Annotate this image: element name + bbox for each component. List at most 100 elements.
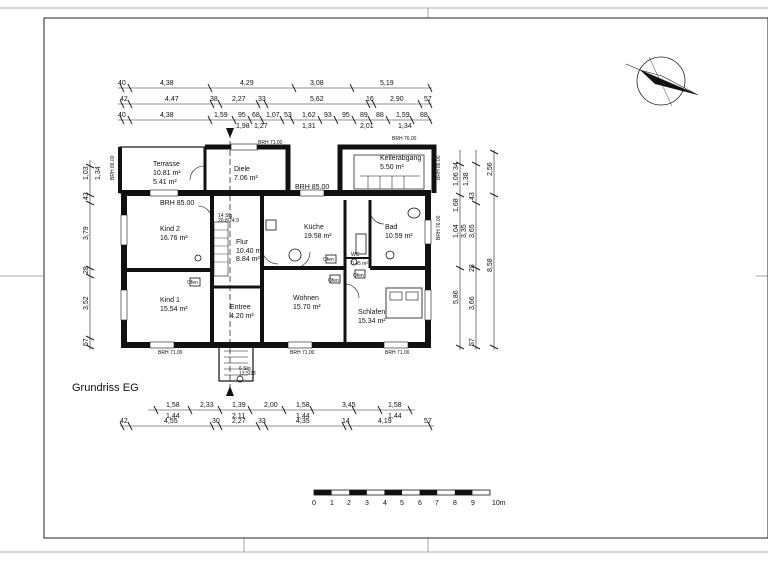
stair-label: 20.8/24.9 [218, 218, 239, 224]
dim-label: 3,08 [310, 80, 324, 87]
dim-label: 1,62 [302, 112, 316, 119]
dim-label: 1,59 [396, 112, 410, 119]
dim-label: 3,45 [342, 402, 356, 409]
dim-label: 1,04 [453, 224, 460, 238]
dim-label: 1,38 [463, 172, 470, 186]
room-area: 15.70 m² [293, 304, 321, 311]
room-name: Diele [234, 166, 250, 173]
dim-label: 14 [342, 418, 350, 425]
dim-label: 2,27 [232, 96, 246, 103]
brh-label: BRH 85.00 [295, 184, 329, 191]
north-arrow-icon [625, 56, 699, 107]
room-name: Bad [385, 224, 398, 231]
dim-label: 1,59 [214, 112, 228, 119]
dim-label: 16 [366, 96, 374, 103]
dim-label: 1,06 [453, 172, 460, 186]
dim-label: 68 [252, 112, 260, 119]
dim-label: 5,86 [453, 290, 460, 304]
scale-bar: 0 1 2 3 4 5 6 7 8 9 10m [312, 489, 506, 507]
dim-label: 1,68 [453, 198, 460, 212]
dim-label: 1,58 [166, 402, 180, 409]
dim-label: 4,47 [165, 96, 179, 103]
dim-label: 88 [420, 112, 428, 119]
dim-label: 2,27 [232, 418, 246, 425]
dim-label: 4,29 [240, 80, 254, 87]
dimension-chains-top [118, 83, 433, 125]
dim-label: 1,58 [388, 402, 402, 409]
dim-label: 4,38 [160, 112, 174, 119]
dim-label: 57 [424, 96, 432, 103]
room-area: 16.76 m² [160, 235, 188, 242]
dim-label: 42 [120, 96, 128, 103]
dimension-chains-right: 34 1,06 1,38 43 1,68 1,04 3,35 3,65 28 5… [453, 149, 499, 350]
dim-label: 33 [258, 96, 266, 103]
room-name: Flur [236, 239, 249, 246]
scale-tick-label: 0 [312, 500, 316, 507]
scale-unit-label: 10m [492, 500, 506, 507]
dim-label: 2,90 [390, 96, 404, 103]
dim-label: 1,44 [388, 413, 402, 420]
dim-label: 42 [120, 418, 128, 425]
stair-label: 13.5/28 [239, 371, 256, 377]
building-walls [118, 128, 437, 396]
dim-label: 40 [118, 112, 126, 119]
dim-label: 57 [83, 338, 90, 346]
dim-label: 95 [238, 112, 246, 119]
dim-label: 88 [376, 112, 384, 119]
room-area: 15.34 m² [358, 318, 386, 325]
room-area: 19.58 m² [304, 233, 332, 240]
dim-label: 1,44 [296, 413, 310, 420]
annotations: BRH 85.00 BRH 85.00 BRH 71.00 BRH 76.00 … [110, 136, 442, 377]
scale-tick-label: 1 [330, 500, 334, 507]
dim-label: 1,44 [166, 413, 180, 420]
brh-label: BRH 76.00 [436, 215, 442, 240]
dim-label: 2,00 [264, 402, 278, 409]
dim-label: 8,58 [487, 258, 494, 272]
dim-label: 2,33 [200, 402, 214, 409]
dim-label: 1,34 [398, 123, 412, 130]
dim-label: 89 [360, 112, 368, 119]
scale-tick-label: 7 [435, 500, 439, 507]
dim-label: 3,65 [469, 224, 476, 238]
dim-label: 3,66 [469, 296, 476, 310]
room-area: 15.54 m² [160, 306, 188, 313]
room-area: 5.50 m² [380, 164, 404, 171]
stair-label: 14 Stg [218, 213, 233, 219]
stove-label: Ofen [323, 257, 334, 263]
room-area: 10.40 m² [236, 248, 264, 255]
room-name: Küche [304, 224, 324, 231]
dim-label: 38 [210, 96, 218, 103]
room-area: 0.45 m² [351, 261, 368, 267]
dim-label: 3,52 [83, 296, 90, 310]
dim-label: 5,19 [380, 80, 394, 87]
dimension-labels-top: 40 4,38 4,29 3,08 5,19 42 4,47 38 2,27 3… [118, 80, 432, 130]
dim-label: 2,56 [487, 162, 494, 176]
brh-label: BRH 71.00 [385, 350, 410, 356]
room-area: 4.20 m² [230, 313, 254, 320]
drawing-title: Grundriss EG [72, 382, 139, 394]
dim-label: 28 [469, 264, 476, 272]
room-labels: Terrasse 10.81 m² 5.41 m² Diele 7.06 m² … [153, 155, 421, 325]
scale-tick-label: 6 [418, 500, 422, 507]
room-area: 5.41 m² [153, 179, 177, 186]
stove-label: Ofen [187, 280, 198, 286]
brh-label: BRH 86.00 [110, 155, 116, 180]
dim-label: 43 [469, 192, 476, 200]
scale-tick-label: 2 [347, 500, 351, 507]
dim-label: 43 [83, 192, 90, 200]
room-area: 8.84 m² [236, 256, 260, 263]
room-name: Entree [230, 304, 251, 311]
room-name: Kind 1 [160, 297, 180, 304]
dim-label: 2,01 [360, 123, 374, 130]
dim-label: 28 [83, 266, 90, 274]
dim-label: 5,62 [310, 96, 324, 103]
dim-label: 95 [342, 112, 350, 119]
dim-label: 1,98 [236, 123, 250, 130]
dim-label: 3,79 [83, 226, 90, 240]
dim-label: 1,27 [254, 123, 268, 130]
dim-label: 30 [212, 418, 220, 425]
dim-label: 1,39 [232, 402, 246, 409]
stove-label: Ofen [353, 273, 364, 279]
